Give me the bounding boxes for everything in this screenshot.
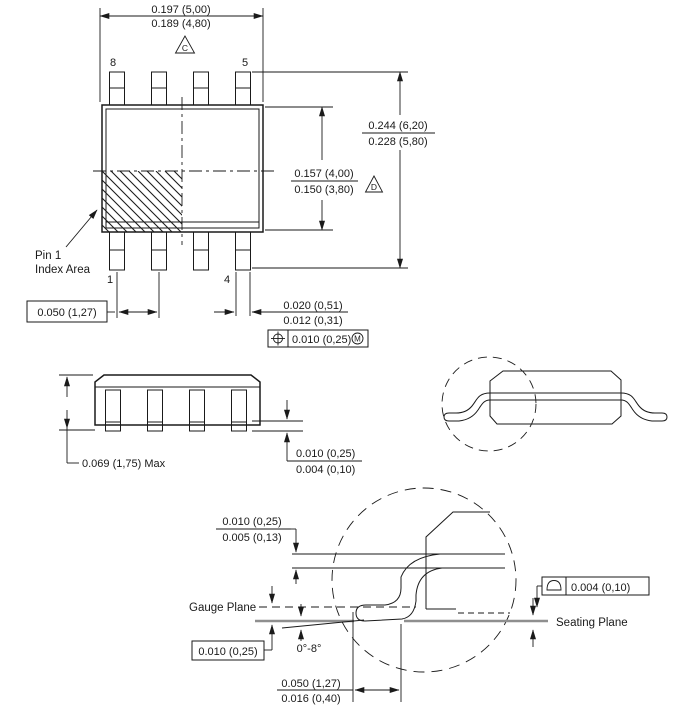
detail-circle: [331, 487, 517, 673]
dim-body-width-min: 0.189 (4,80): [151, 18, 210, 30]
dim-thickness-max: 0.010 (0,25): [222, 516, 281, 528]
revision-flag-d-icon: D: [364, 175, 384, 193]
dim-overall-min: 0.228 (5,80): [368, 136, 427, 148]
fcf-true-position: 0.010 (0,25) M: [267, 329, 369, 348]
dim-standoff-min: 0.004 (0,10): [296, 464, 355, 476]
standoff-dimension: 0.010 (0,25) 0.004 (0,10): [252, 400, 362, 476]
dim-thickness-min: 0.005 (0,13): [222, 532, 281, 544]
dim-height-value: 0.069 (1,75) Max: [82, 458, 166, 470]
gauge-plane-label: Gauge Plane: [189, 602, 256, 614]
dim-body-length-max: 0.157 (4,00): [294, 168, 353, 180]
revision-flag-c-icon: C: [174, 35, 196, 54]
fcf-position-value: 0.010 (0,25): [292, 334, 351, 346]
dim-overall-max: 0.244 (6,20): [368, 120, 427, 132]
pin1-index-hatch: [102, 171, 182, 232]
side-leads: [105, 389, 247, 432]
dim-body-length-min: 0.150 (3,80): [294, 184, 353, 196]
fcf-seating-flatness: 0.004 (0,10): [534, 576, 650, 608]
top-view: 0.197 (5,00) 0.189 (4,80) C 8 5 1 4: [26, 4, 435, 348]
flag-c-label: C: [182, 43, 188, 53]
end-lead-left: [443, 392, 491, 422]
position-symbol-icon: [271, 331, 285, 346]
dim-lead-width-max: 0.020 (0,51): [283, 300, 342, 312]
mmc-modifier-letter: M: [354, 335, 361, 344]
pin-5-label: 5: [242, 57, 248, 69]
detail-callout-circle: [441, 356, 537, 452]
dim-standoff-max: 0.010 (0,25): [296, 448, 355, 460]
flag-d-label: D: [371, 182, 377, 192]
pin-1-label: 1: [107, 274, 113, 286]
lead-width-dimension: 0.020 (0,51) 0.012 (0,31): [214, 272, 348, 327]
seating-plane-label: Seating Plane: [556, 617, 628, 629]
height-dimension: 0.069 (1,75) Max: [59, 374, 166, 470]
foot-length-dimension: 0.050 (1,27) 0.016 (0,40): [277, 612, 402, 705]
dim-body-width-max: 0.197 (5,00): [151, 4, 210, 16]
top-pins: [109, 71, 251, 106]
dim-lead-width-min: 0.012 (0,31): [283, 315, 342, 327]
fcf-seating-value: 0.004 (0,10): [571, 582, 630, 594]
lead-detail-view: 0.010 (0,25) 0.005 (0,13) Gauge Plane 0.…: [189, 487, 650, 705]
seating-plane-callout: Seating Plane: [530, 598, 628, 647]
lead-angle-label: 0°-8°: [297, 643, 322, 655]
pin-4-label: 4: [224, 274, 230, 286]
dim-foot-min: 0.016 (0,40): [281, 693, 340, 705]
mmc-modifier-icon: M: [351, 332, 364, 345]
side-body: [94, 374, 261, 426]
profile-symbol-icon: [546, 580, 562, 591]
dim-foot-max: 0.050 (1,27): [281, 678, 340, 690]
foot-angle-line: [281, 619, 365, 629]
package-body-top: [101, 104, 264, 233]
gauge-dimension: 0.010 (0,25): [191, 624, 275, 661]
pin-8-label: 8: [110, 57, 116, 69]
pin1-leader: [65, 209, 98, 248]
pin1-area-label-1: Pin 1: [35, 250, 61, 262]
detail-body-outline: [425, 511, 490, 609]
detail-lead-profile: [355, 553, 443, 622]
side-view: 0.069 (1,75) Max 0.010 (0,25) 0.004 (0,1…: [59, 374, 362, 476]
thickness-dimension: 0.010 (0,25) 0.005 (0,13): [216, 516, 299, 584]
dim-pitch-value: 0.050 (1,27): [37, 307, 96, 319]
end-view: [441, 356, 668, 452]
end-lead-right: [620, 392, 668, 422]
gauge-plane: Gauge Plane: [189, 586, 416, 614]
pin1-area-label-2: Index Area: [35, 264, 91, 276]
dim-gauge-value: 0.010 (0,25): [198, 646, 257, 658]
bottom-pins: [109, 231, 251, 271]
end-body: [489, 370, 622, 425]
pitch-dimension: 0.050 (1,27): [26, 272, 160, 323]
